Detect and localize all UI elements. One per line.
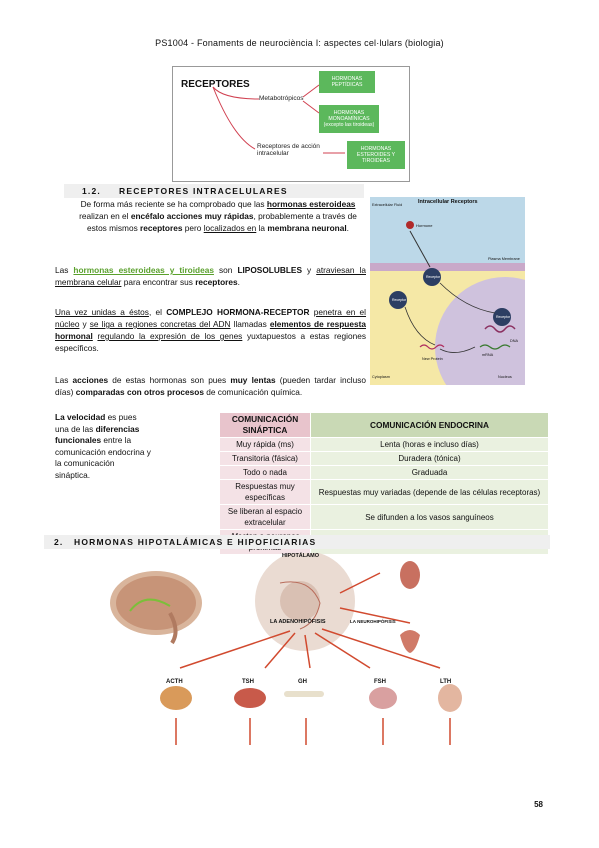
diagram-title: RECEPTORES <box>181 79 250 90</box>
receptors-diagram: RECEPTORES Metabotrópicos Receptores de … <box>172 66 410 182</box>
box-steroid: HORMONAS ESTEROIDES Y TIROIDEAS <box>347 141 405 169</box>
paragraph-4: Las acciones de estas hormonas son pues … <box>55 375 366 397</box>
hormones-illustration <box>110 551 462 745</box>
section-heading-1-2: 1.2. RECEPTORES INTRACELULARES <box>64 184 364 198</box>
mrna-label: mRNA <box>482 353 494 357</box>
hormone-tsh: TSH <box>242 679 254 685</box>
hormone-lth: LTH <box>440 679 452 685</box>
neurohypophysis-label: LA NEUROHIPÓFISIS <box>350 619 396 624</box>
hormone-acth: ACTH <box>166 679 183 685</box>
adenohypophysis-label: LA ADENOHIPÓFISIS <box>270 619 326 625</box>
hormone-gh: GH <box>298 679 307 685</box>
paragraph-1: De forma más reciente se ha comprobado q… <box>79 199 357 233</box>
membrane-label: Plasma Membrane <box>488 257 520 261</box>
cell-figure-title: Intracellular Receptors <box>418 199 478 205</box>
diagram-arrows <box>212 84 345 154</box>
paragraph-2: Las hormonas esteroideas y tiroideas son… <box>55 265 366 287</box>
hypothalamic-hormones-figure: HIPOTÁLAMO LA ADENOHIPÓFISIS LA NEUROHIP… <box>110 551 490 785</box>
box-monoamine: HORMONAS MONOAMÍNICAS (excepto las tiroi… <box>319 105 379 133</box>
col-header-synaptic: COMUNICACIÓN SINÁPTICA <box>219 412 311 438</box>
intracellular-label: Receptores de acción intracelular <box>257 143 320 158</box>
section-heading-2: 2. HORMONAS HIPOTALÁMICAS E HIPOFICIARIA… <box>44 535 550 549</box>
col-header-endocrine: COMUNICACIÓN ENDOCRINA <box>310 412 549 438</box>
receptor-label-1: Receptor <box>426 275 441 279</box>
hormone-fsh: FSH <box>374 679 386 685</box>
page-number: 58 <box>534 800 543 809</box>
paragraph-3: Una vez unidas a éstos, el COMPLEJO HORM… <box>55 307 367 353</box>
document-header: PS1004 - Fonaments de neurociència I: as… <box>155 38 444 48</box>
receptor-label-2: Receptor <box>392 298 407 302</box>
cell-illustration <box>370 197 525 385</box>
cytoplasm-label: Cytoplasm <box>372 375 390 379</box>
table-row: Transitoria (fásica)Duradera (tónica) <box>219 451 549 466</box>
section-number: 2. <box>54 537 64 547</box>
nucleus-label: Nucleus <box>498 375 512 379</box>
dna-label: DNA <box>510 339 519 343</box>
hormone-label: Hormone <box>416 223 433 228</box>
section-title: HORMONAS HIPOTALÁMICAS E HIPOFICIARIAS <box>74 537 317 547</box>
section-number: 1.2. <box>82 186 101 196</box>
communication-table: COMUNICACIÓN SINÁPTICA COMUNICACIÓN ENDO… <box>219 412 549 555</box>
hypothalamus-label: HIPOTÁLAMO <box>282 553 319 559</box>
protein-label: New Protein <box>422 357 443 361</box>
receptor-label-3: Receptor <box>496 315 511 319</box>
section-title: RECEPTORES INTRACELULARES <box>119 186 288 196</box>
box-peptide: HORMONAS PEPTÍDICAS <box>319 71 375 93</box>
extracellular-label: Extracellular Fluid <box>372 203 403 207</box>
metabotropic-label: Metabotrópicos <box>259 95 304 102</box>
velocity-note: La velocidad es pues una de las diferenc… <box>55 412 151 480</box>
table-row: Muy rápida (ms)Lenta (horas e incluso dí… <box>219 437 549 452</box>
intracellular-receptors-figure: Intracellular Receptors Extracellular Fl… <box>370 197 525 385</box>
